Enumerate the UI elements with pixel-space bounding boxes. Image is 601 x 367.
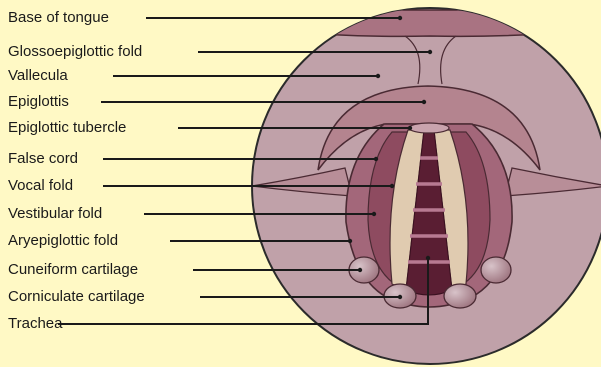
base-of-tongue-shape — [240, 10, 601, 36]
cuneiform-cartilage-right — [481, 257, 511, 283]
label-cuneiform-cartilage: Cuneiform cartilage — [8, 261, 138, 279]
label-vallecula: Vallecula — [8, 67, 68, 85]
corniculate-cartilage-right — [444, 284, 476, 308]
label-vocal-fold: Vocal fold — [8, 177, 73, 195]
label-trachea: Trachea — [8, 315, 62, 333]
label-aryepiglottic-fold: Aryepiglottic fold — [8, 232, 118, 250]
label-glossoepiglottic-fold: Glossoepiglottic fold — [8, 43, 142, 61]
label-corniculate-cartilage: Corniculate cartilage — [8, 288, 145, 306]
epiglottic-tubercle-shape — [409, 123, 449, 133]
label-epiglottic-tubercle: Epiglottic tubercle — [8, 119, 126, 137]
label-epiglottis: Epiglottis — [8, 93, 69, 111]
label-base-of-tongue: Base of tongue — [8, 9, 109, 27]
label-false-cord: False cord — [8, 150, 78, 168]
label-vestibular-fold: Vestibular fold — [8, 205, 102, 223]
